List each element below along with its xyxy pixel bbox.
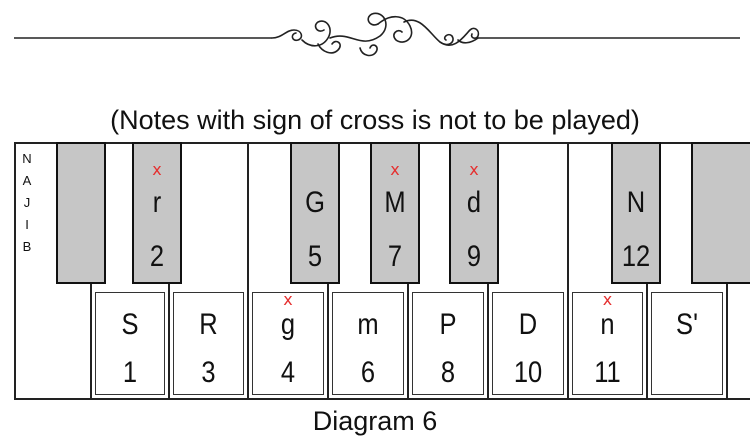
black-key-note-name: d [454,186,493,220]
black-key-note-name: M [375,186,414,220]
black-key [56,142,106,284]
white-key-note-number: 6 [335,356,401,390]
side-label-letter: N [20,148,34,170]
white-key-note-number: 10 [495,356,561,390]
black-key-note-number: 5 [295,240,334,274]
white-key-note-number: 11 [575,356,640,390]
cross-mark: x [569,290,646,309]
black-key-note-number: 7 [375,240,414,274]
cross-mark: x [451,160,497,179]
white-key-note-number: 4 [255,356,321,390]
black-key-note-name: r [137,186,176,220]
black-key-note-number: 2 [137,240,176,274]
side-label-letter: I [20,214,34,236]
white-key-note-name: S [98,308,163,342]
black-key-note-number: 12 [616,240,655,274]
black-key-N: N 12 [611,142,661,284]
top-caption: (Notes with sign of cross is not to be p… [0,104,750,136]
white-key-note-name: g [255,308,321,342]
cross-mark: x [372,160,418,179]
black-key-note-name: G [295,186,334,220]
white-key-note-name: P [415,308,481,342]
cross-mark: x [134,160,180,179]
black-key [691,142,750,284]
white-key-note-name: S' [654,308,720,342]
bottom-caption: Diagram 6 [0,405,750,437]
white-key-note-number: 1 [98,356,163,390]
white-key-note-name: R [176,308,241,342]
white-key-d: D 10 [487,142,569,400]
cross-mark: x [249,290,327,309]
white-key-note-number: 3 [176,356,241,390]
black-key-note-number: 9 [454,240,493,274]
white-key-note-name: n [575,308,640,342]
side-label-letter: B [20,236,34,258]
white-key-note-number: 8 [415,356,481,390]
side-label-letter: J [20,192,34,214]
ornamental-divider [0,0,750,70]
white-key-note-name: D [495,308,561,342]
white-key-note-name: m [335,308,401,342]
black-key-note-name: N [616,186,655,220]
side-label-letter: A [20,170,34,192]
side-label: N A J I B [20,148,34,258]
